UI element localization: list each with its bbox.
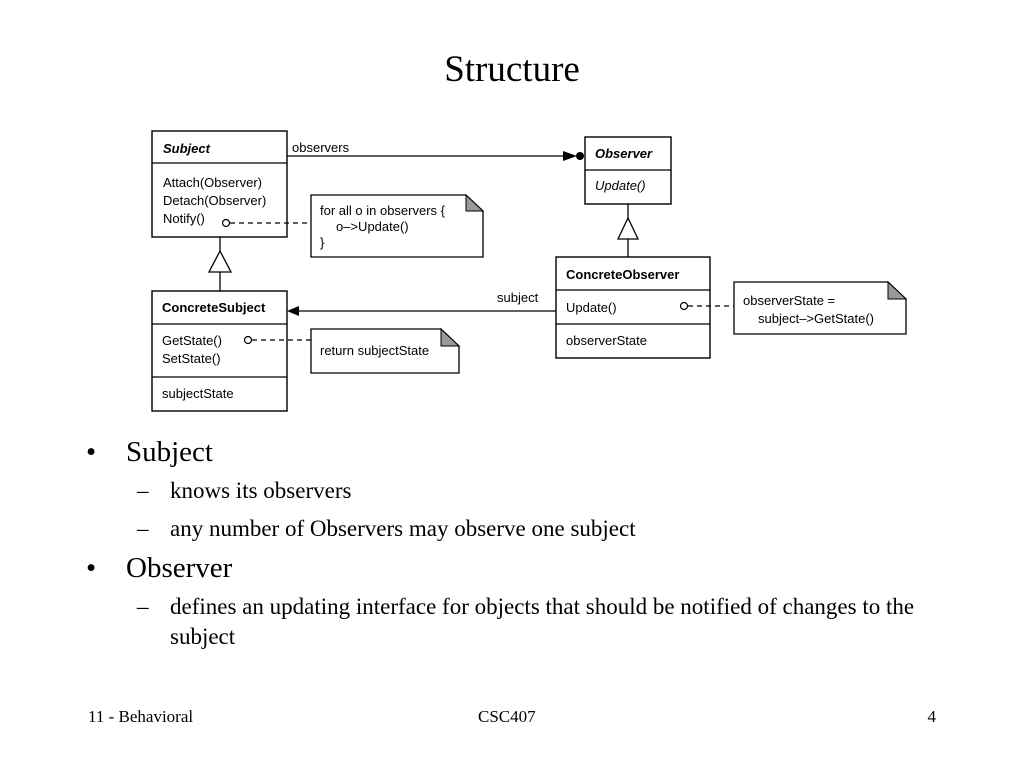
bullet-marker: • xyxy=(86,552,97,584)
concrete-observer-class-name: ConcreteObserver xyxy=(566,267,679,282)
concrete-subject-attr-state: subjectState xyxy=(162,386,234,401)
sub-bullet: – knows its observers xyxy=(86,476,966,506)
sub-bullet: – defines an updating interface for obje… xyxy=(86,592,966,652)
observers-role-label: observers xyxy=(292,140,350,155)
sub-bullet-text: any number of Observers may observe one … xyxy=(170,516,636,541)
footer-center: CSC407 xyxy=(478,707,536,726)
getstate-note-line-1: return subjectState xyxy=(320,343,429,358)
subject-class: Subject Attach(Observer) Detach(Observer… xyxy=(151,130,288,238)
bullet-subject-text: Subject xyxy=(126,436,213,468)
getstate-note: return subjectState xyxy=(243,327,461,374)
bullet-observer-text: Observer xyxy=(126,552,233,584)
sub-bullet-text: knows its observers xyxy=(170,478,352,503)
notify-note-line-2: o–>Update() xyxy=(336,219,409,234)
notify-note: for all o in observers { o–>Update() } xyxy=(221,193,485,258)
slide-title: Structure xyxy=(444,49,580,90)
concrete-subject-class: ConcreteSubject GetState() SetState() su… xyxy=(151,290,288,412)
sub-bullet: – any number of Observers may observe on… xyxy=(86,514,966,544)
footer-page-number: 4 xyxy=(927,707,937,726)
notify-note-line-3: } xyxy=(320,235,325,250)
concrete-subject-op-getstate: GetState() xyxy=(162,333,222,348)
concrete-subject-op-setstate: SetState() xyxy=(162,351,221,366)
dash-marker: – xyxy=(137,594,149,619)
update-note-line-1: observerState = xyxy=(743,293,835,308)
observer-class: Observer Update() xyxy=(584,136,672,205)
subject-op-attach: Attach(Observer) xyxy=(163,175,262,190)
concrete-observer-class: ConcreteObserver Update() observerState xyxy=(555,256,711,359)
subject-association: subject xyxy=(287,290,556,316)
update-note-line-2: subject–>GetState() xyxy=(758,311,874,326)
subject-op-detach: Detach(Observer) xyxy=(163,193,266,208)
subject-op-notify: Notify() xyxy=(163,211,205,226)
footer-left: 11 - Behavioral xyxy=(88,707,194,726)
uml-class-diagram: Subject Attach(Observer) Detach(Observer… xyxy=(151,130,908,412)
sub-bullet-text: defines an updating interface for object… xyxy=(170,594,915,649)
subject-class-name: Subject xyxy=(163,141,211,156)
concrete-subject-class-name: ConcreteSubject xyxy=(162,300,266,315)
observer-op-update: Update() xyxy=(595,178,646,193)
bullet-list: • Subject – knows its observers – any nu… xyxy=(86,434,966,652)
subject-inheritance xyxy=(207,237,233,291)
bullet-observer: • Observer xyxy=(86,550,966,586)
observers-association: observers xyxy=(287,140,584,161)
dash-marker: – xyxy=(137,478,149,503)
concrete-observer-attr-state: observerState xyxy=(566,333,647,348)
observer-inheritance xyxy=(616,204,640,257)
concrete-observer-op-update: Update() xyxy=(566,300,617,315)
notify-note-line-1: for all o in observers { xyxy=(320,203,446,218)
observer-class-name: Observer xyxy=(595,146,653,161)
bullet-subject: • Subject xyxy=(86,434,966,470)
bullet-marker: • xyxy=(86,436,97,468)
dash-marker: – xyxy=(137,516,149,541)
subject-role-label: subject xyxy=(497,290,539,305)
update-note: observerState = subject–>GetState() xyxy=(679,280,908,335)
